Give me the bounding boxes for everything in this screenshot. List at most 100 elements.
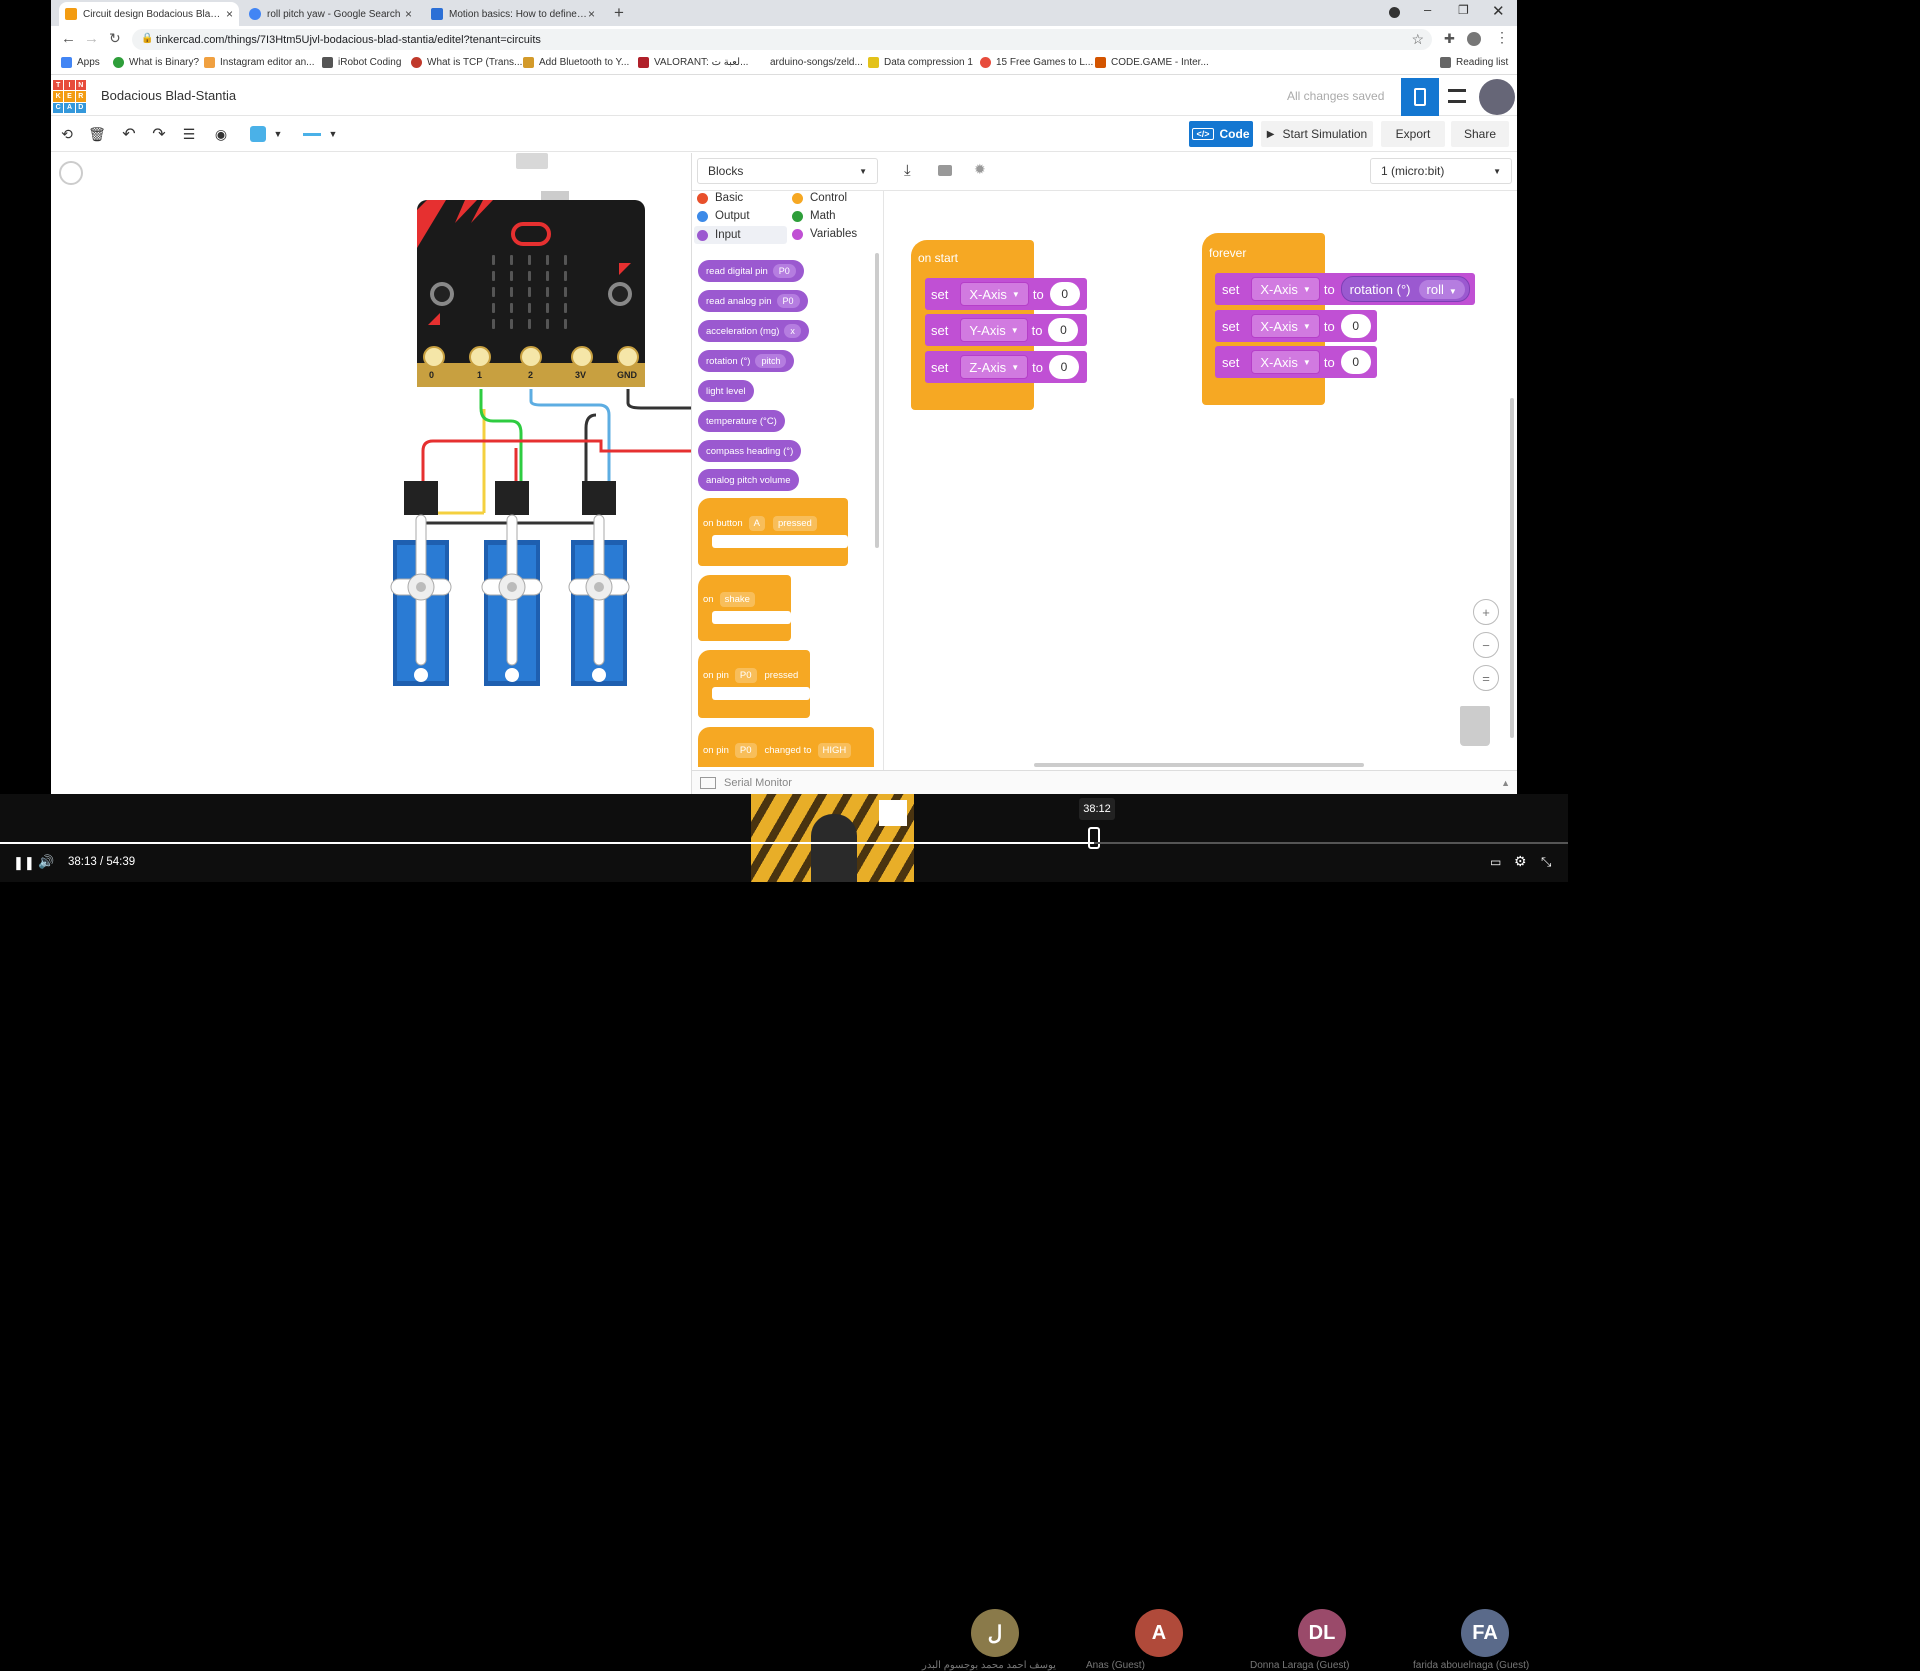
serial-monitor-bar[interactable]: Serial Monitor ▲ [692, 770, 1517, 794]
block-set-y-axis[interactable]: set Y-Axis▼ to 0 [925, 314, 1087, 346]
export-button[interactable]: Export [1381, 121, 1445, 147]
restore-icon[interactable]: ❐ [1458, 3, 1469, 17]
progress-track[interactable] [0, 842, 1568, 844]
code-button[interactable]: </> Code [1189, 121, 1253, 147]
bookmark-arduino-songs[interactable]: arduino-songs/zeld... [770, 57, 863, 68]
close-tab-icon[interactable]: × [587, 7, 595, 21]
bookmark-valorant[interactable]: VALORANT: لعبة ت... [638, 57, 748, 68]
block-set-x-axis-3[interactable]: set X-Axis▼ to 0 [1215, 346, 1377, 378]
block-set-x-axis-2[interactable]: set X-Axis▼ to 0 [1215, 310, 1377, 342]
menu-dots-icon[interactable]: ⋮ [1495, 29, 1509, 45]
circuit-view-button[interactable] [1401, 78, 1439, 116]
notes-icon[interactable]: ☰ [182, 125, 196, 142]
reload-icon[interactable]: ↻ [109, 30, 121, 46]
debugger-icon[interactable]: ✹ [974, 161, 986, 177]
block-compass-heading[interactable]: compass heading (°) [698, 440, 802, 462]
circuit-canvas[interactable]: 0 1 2 3V GND [51, 153, 691, 794]
undo-icon[interactable]: ↶ [122, 126, 136, 143]
settings-gear-icon[interactable]: ⚙ [1514, 853, 1527, 869]
user-avatar[interactable] [1479, 79, 1515, 115]
reading-list[interactable]: Reading list [1440, 57, 1508, 68]
profile-icon[interactable] [1467, 32, 1481, 46]
block-temperature[interactable]: temperature (°C) [698, 410, 785, 432]
forward-icon[interactable]: → [84, 30, 99, 47]
visibility-icon[interactable]: ◉ [214, 125, 228, 142]
zoom-reset-icon[interactable]: = [1473, 665, 1499, 691]
block-rotation[interactable]: rotation (°)pitch [698, 350, 795, 372]
bookmark-bluetooth[interactable]: Add Bluetooth to Y... [523, 57, 629, 68]
exit-fullscreen-icon[interactable]: ⤡ [1541, 854, 1552, 869]
category-control[interactable]: Control [792, 192, 847, 204]
fit-view-icon[interactable] [59, 161, 83, 185]
block-light-level[interactable]: light level [698, 380, 754, 402]
trash-icon[interactable] [1460, 706, 1490, 746]
tinkercad-logo[interactable]: T I N K E R C A D [53, 80, 86, 113]
close-tab-icon[interactable]: × [225, 7, 233, 21]
pause-icon[interactable]: ❚❚ [13, 855, 35, 870]
palette-scrollbar[interactable] [875, 253, 879, 548]
media-control-icon[interactable] [1389, 7, 1400, 18]
delete-icon[interactable]: 🗑 [88, 125, 106, 142]
category-basic[interactable]: Basic [697, 192, 743, 204]
back-icon[interactable]: ← [61, 30, 76, 47]
rotate-icon[interactable]: ⟲ [61, 125, 73, 142]
bookmark-tcp[interactable]: What is TCP (Trans... [411, 57, 522, 68]
usb-battery [516, 153, 548, 169]
library-icon[interactable] [938, 165, 952, 176]
category-variables[interactable]: Variables [792, 228, 857, 240]
chevron-up-icon[interactable]: ▲ [1501, 777, 1510, 788]
category-output[interactable]: Output [697, 210, 750, 222]
share-button[interactable]: Share [1451, 121, 1509, 147]
close-window-icon[interactable]: ✕ [1492, 3, 1505, 20]
minimize-icon[interactable]: – [1424, 2, 1432, 17]
participant-avatar-4: FA [1461, 1609, 1509, 1657]
download-icon[interactable]: ⤓ [904, 162, 911, 179]
zoom-out-icon[interactable]: − [1473, 632, 1499, 658]
new-tab-icon[interactable]: + [614, 3, 624, 22]
workspace-vscrollbar[interactable] [1510, 398, 1514, 738]
block-analog-pitch-volume[interactable]: analog pitch volume [698, 469, 799, 491]
bookmark-apps[interactable]: Apps [61, 57, 100, 68]
project-name[interactable]: Bodacious Blad-Stantia [101, 88, 237, 103]
category-math[interactable]: Math [792, 210, 836, 222]
wire-type-picker[interactable]: ▼ [295, 121, 345, 147]
tab-google[interactable]: roll pitch yaw - Google Search × [243, 2, 418, 26]
close-tab-icon[interactable]: × [404, 7, 412, 21]
star-icon[interactable]: ☆ [1411, 31, 1424, 47]
bookmark-free-games[interactable]: 15 Free Games to L... [980, 57, 1093, 68]
workspace-hscrollbar[interactable] [1034, 763, 1364, 767]
color-picker[interactable]: ▼ [243, 121, 289, 147]
captions-icon[interactable]: ▭ [1490, 855, 1502, 869]
bookmark-data-compression[interactable]: Data compression 1 [868, 57, 973, 68]
bookmark-binary[interactable]: What is Binary? [113, 57, 199, 68]
start-simulation-button[interactable]: ▶ Start Simulation [1261, 121, 1373, 147]
tab-motion-basics[interactable]: Motion basics: How to define roll × [425, 2, 601, 26]
tab-tinkercad[interactable]: Circuit design Bodacious Blad-St × [59, 2, 239, 26]
zoom-in-icon[interactable]: + [1473, 599, 1499, 625]
block-set-x-axis[interactable]: set X-Axis▼ to 0 [925, 278, 1087, 310]
device-select[interactable]: 1 (micro:bit) ▼ [1370, 158, 1512, 184]
url-bar[interactable]: 🔒 tinkercad.com/things/7I3Htm5Ujvl-bodac… [132, 29, 1432, 50]
code-mode-select[interactable]: Blocks ▼ [697, 158, 878, 184]
seek-preview-handle[interactable] [1088, 827, 1100, 849]
category-input[interactable]: Input [694, 226, 787, 244]
redo-icon[interactable]: ↷ [152, 126, 166, 143]
bookmark-instagram[interactable]: Instagram editor an... [204, 57, 315, 68]
extensions-icon[interactable]: ✚ [1444, 31, 1455, 46]
component-list-icon[interactable] [1448, 89, 1466, 103]
block-acceleration[interactable]: acceleration (mg)x [698, 320, 809, 342]
bookmark-irobot[interactable]: iRobot Coding [322, 57, 401, 68]
chevron-down-icon: ▼ [859, 166, 867, 176]
block-rotation-roll[interactable]: rotation (°) roll▼ [1340, 276, 1470, 302]
bookmark-codegame[interactable]: CODE.GAME - Inter... [1095, 57, 1209, 68]
block-set-z-axis[interactable]: set Z-Axis▼ to 0 [925, 351, 1087, 383]
volume-icon[interactable]: 🔊 [38, 854, 55, 869]
block-set-x-axis-rotation[interactable]: set X-Axis▼ to rotation (°) roll▼ [1215, 273, 1475, 305]
